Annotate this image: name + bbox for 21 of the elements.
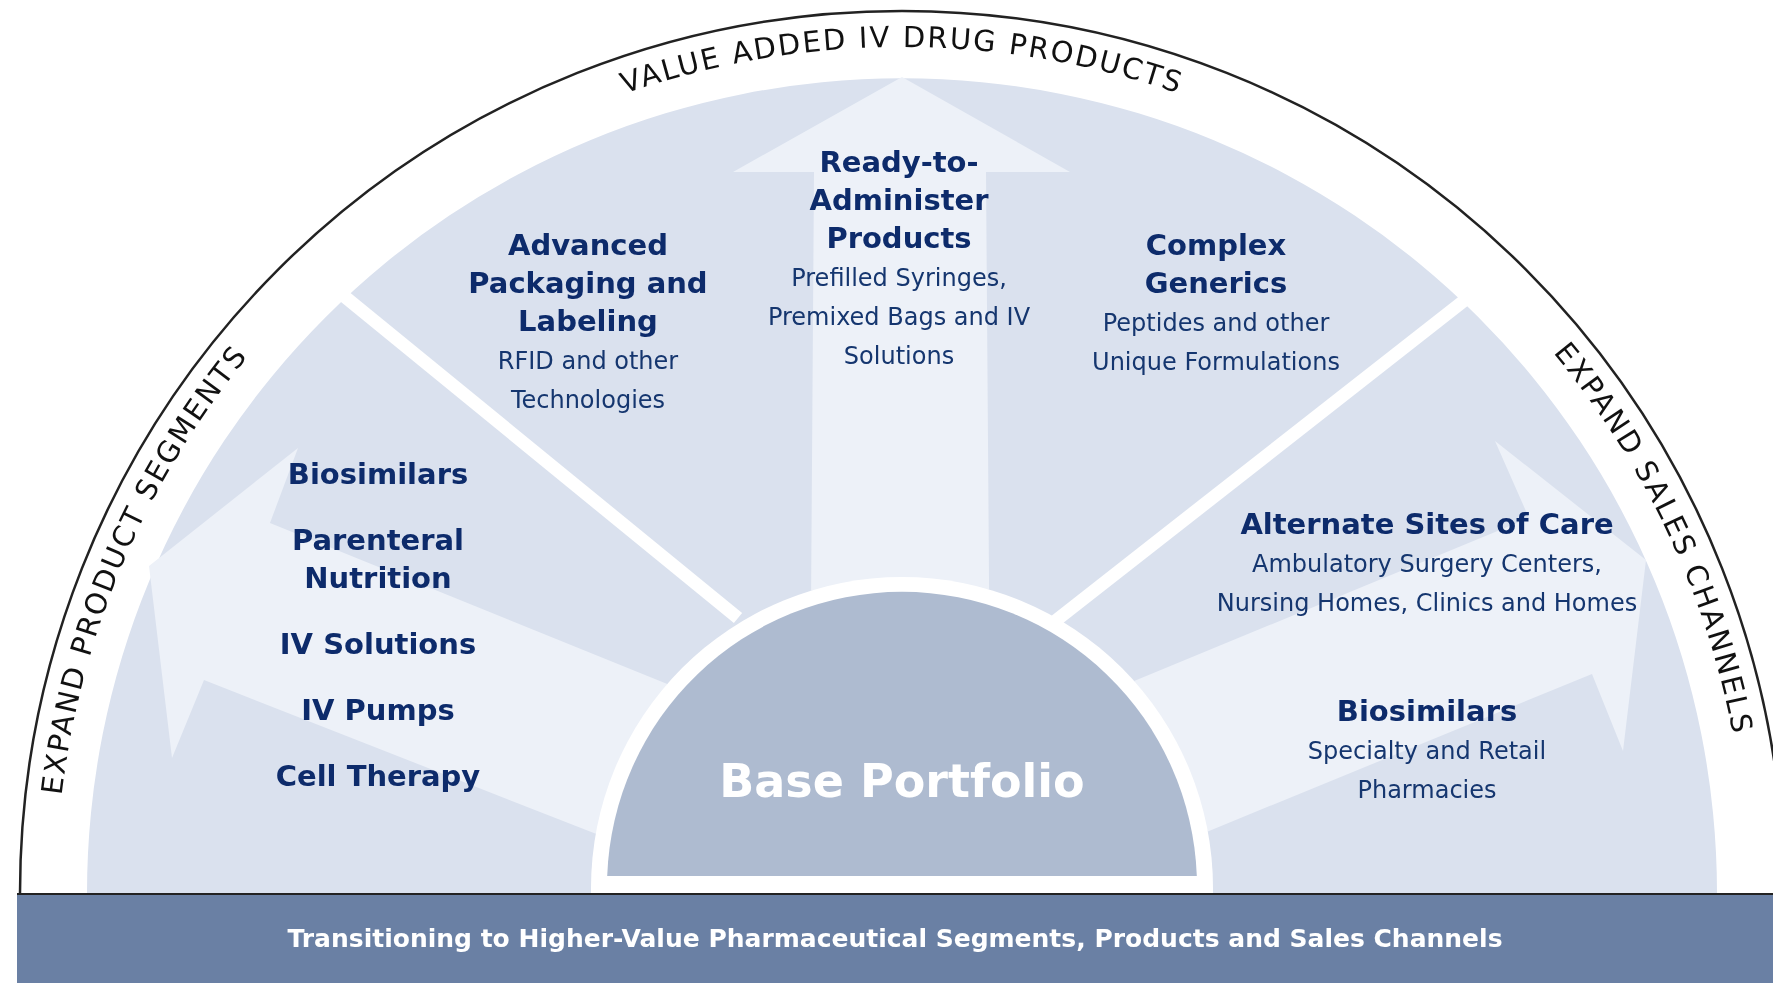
item-description: Peptides and other Unique Formulations — [1091, 308, 1341, 378]
item-heading: Biosimilars — [287, 456, 469, 493]
item-heading: Complex Generics — [1143, 227, 1289, 302]
item-heading: Alternate Sites of Care — [1240, 506, 1614, 543]
block-arrow — [1134, 441, 1646, 832]
item-heading: Ready-to-Administer Products — [808, 144, 990, 257]
block-arrow — [149, 448, 668, 834]
item-description: Ambulatory Surgery Centers, Nursing Homes, Clinics and Homes — [1215, 550, 1638, 619]
block-arrow — [733, 77, 1070, 591]
item-heading: IV Solutions — [279, 626, 477, 663]
item-heading: Parenteral Nutrition — [291, 522, 465, 597]
item-heading: Advanced Packaging and Labeling — [467, 227, 709, 340]
item-description: RFID and other Technologies — [496, 346, 680, 416]
item-description: Prefilled Syringes, Premixed Bags and IV Solutions — [766, 263, 1032, 372]
footer-bar — [17, 893, 1773, 983]
item-heading: IV Pumps — [301, 692, 455, 729]
footer-text: Transitioning to Higher-Value Pharmaceutical Segments, Products and Sales Channels — [287, 923, 1503, 956]
item-description: Specialty and Retail Pharmacies — [1306, 736, 1548, 806]
dome-label: Base Portfolio — [718, 753, 1086, 810]
item-heading: Biosimilars — [1336, 693, 1518, 730]
item-heading: Cell Therapy — [275, 758, 481, 795]
